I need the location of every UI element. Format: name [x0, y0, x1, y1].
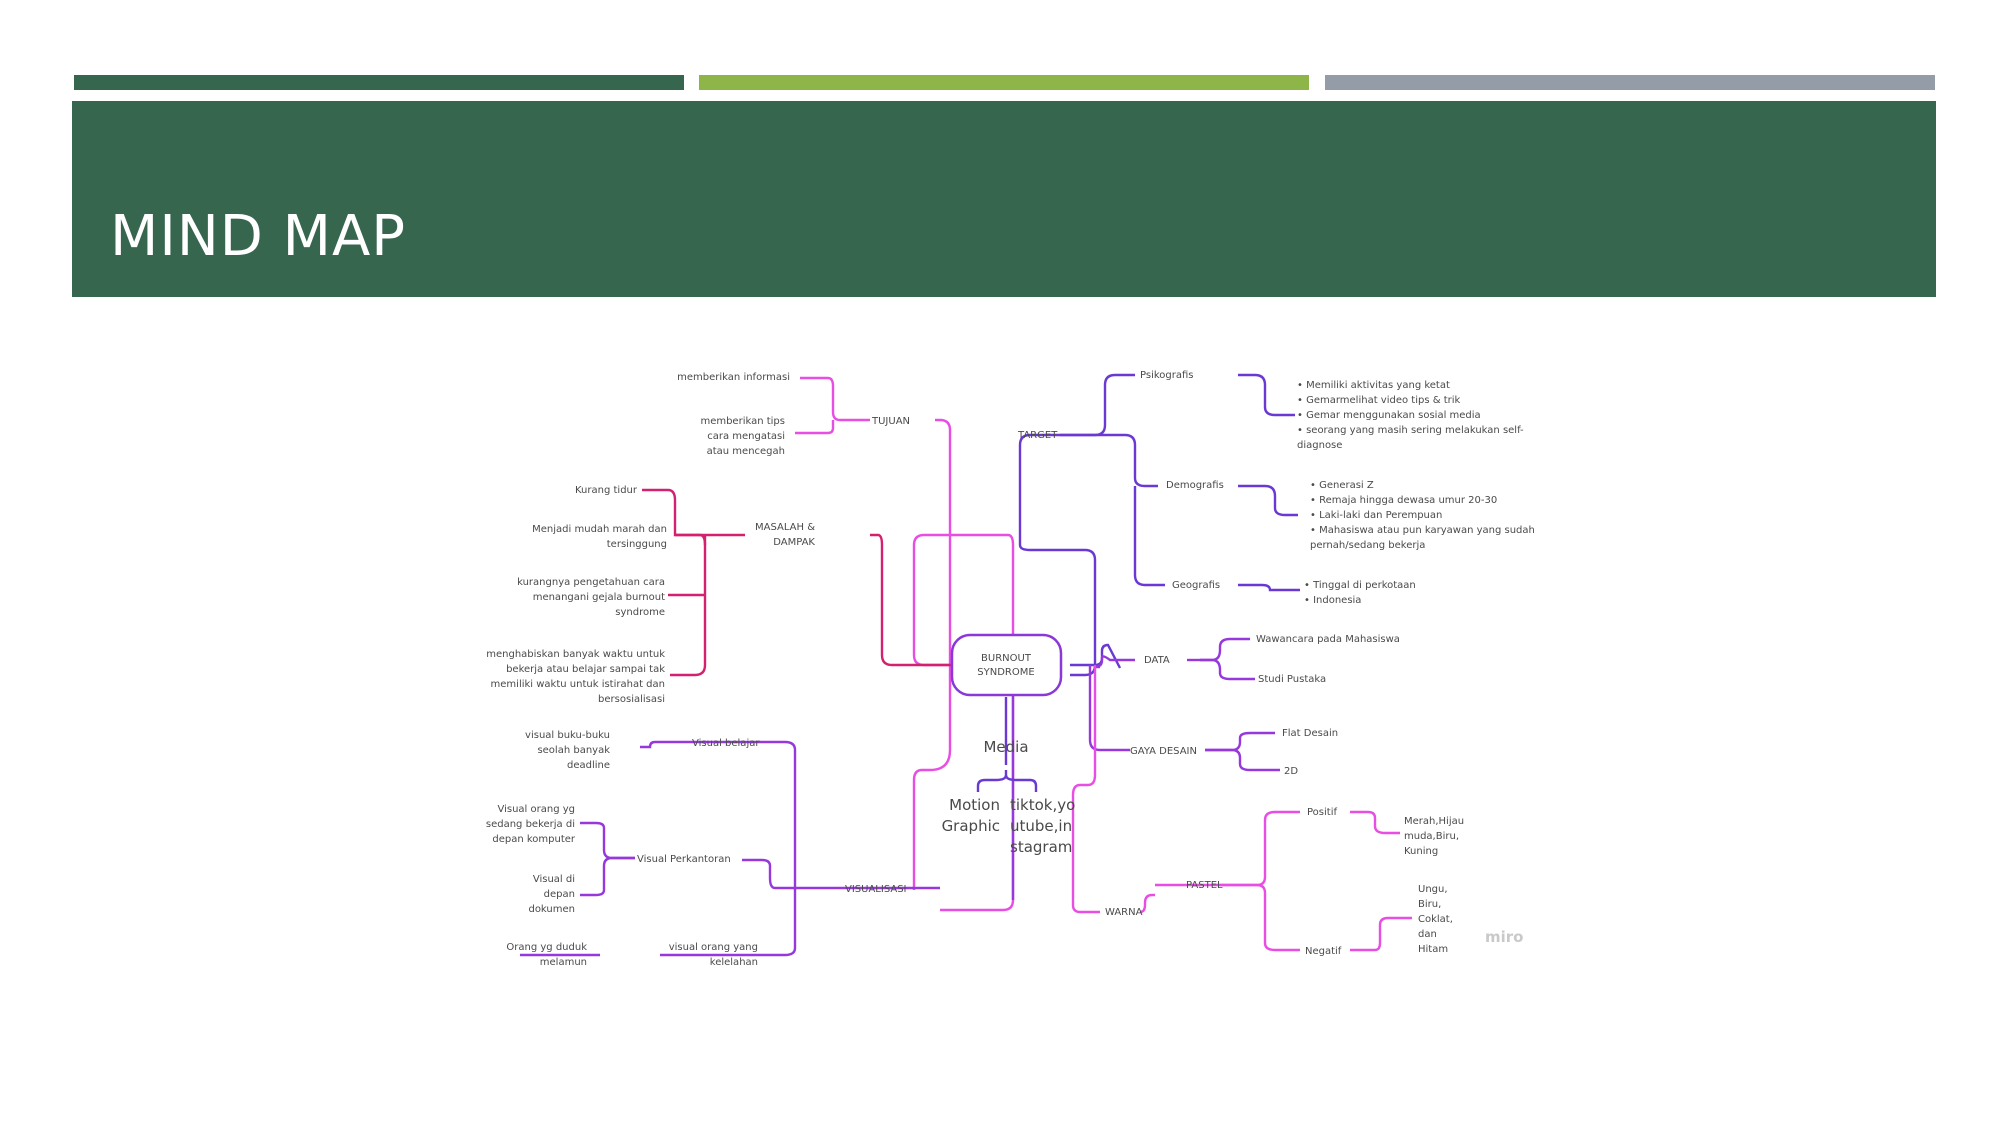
- pastel-label: PASTEL: [1186, 880, 1223, 891]
- masalah-item-4-line-4: bersosialisasi: [598, 694, 665, 705]
- psikografis-item-3: • Gemar menggunakan sosial media: [1297, 410, 1481, 421]
- perkantoran-item-1-line-2: sedang bekerja di: [486, 819, 575, 830]
- media-label: Media: [983, 738, 1028, 756]
- connectors-data: [1094, 637, 1255, 681]
- accent-bar-dark-green: [74, 75, 684, 90]
- tujuan-label: TUJUAN: [871, 416, 910, 427]
- slide-title: MIND MAP: [110, 204, 407, 269]
- media-motion-label: Motion: [949, 796, 1000, 814]
- demografis-item-3: • Laki-laki dan Perempuan: [1310, 510, 1442, 521]
- masalah-item-2-line-2: tersinggung: [607, 539, 667, 550]
- visual-belajar-item-line-1: visual buku-buku: [525, 730, 610, 741]
- warna-label: WARNA: [1105, 907, 1143, 918]
- center-label-line-2: SYNDROME: [977, 667, 1034, 678]
- positif-label: Positif: [1307, 807, 1337, 818]
- demografis-item-1: • Generasi Z: [1310, 480, 1374, 491]
- tujuan-item-2-line-3: atau mencegah: [707, 446, 785, 457]
- psikografis-item-4: • seorang yang masih sering melakukan se…: [1297, 425, 1524, 436]
- connectors-warna: [1071, 665, 1412, 952]
- visualisasi-label: VISUALISASI: [845, 884, 907, 895]
- perkantoran-item-2-line-2: depan: [544, 889, 575, 900]
- demografis-item-4: • Mahasiswa atau pun karyawan yang sudah: [1310, 525, 1535, 536]
- masalah-item-2-line-1: Menjadi mudah marah dan: [532, 524, 667, 535]
- connectors-masalah: [642, 488, 955, 677]
- center-label-line-1: BURNOUT: [981, 653, 1032, 664]
- geografis-item-2: • Indonesia: [1304, 595, 1361, 606]
- visual-belajar-item-line-3: deadline: [567, 760, 610, 771]
- visual-lelah-item-line-1: Orang yg duduk: [506, 942, 587, 953]
- positif-item-line-3: Kuning: [1404, 846, 1438, 857]
- tujuan-item-2-line-2: cara mengatasi: [707, 431, 785, 442]
- media-platform-line-3: stagram: [1010, 838, 1072, 856]
- demografis-item-2: • Remaja hingga dewasa umur 20-30: [1310, 495, 1497, 506]
- connectors-gaya: [1088, 665, 1280, 772]
- connectors-visualisasi: [520, 663, 1015, 957]
- visual-lelah-item-line-2: melamun: [540, 957, 587, 968]
- perkantoran-item-1-line-1: Visual orang yg: [497, 804, 575, 815]
- connectors-tujuan: [795, 376, 1015, 912]
- psikografis-item-2: • Gemarmelihat video tips & trik: [1297, 395, 1461, 406]
- data-item-2: Studi Pustaka: [1258, 674, 1326, 685]
- negatif-item-line-5: Hitam: [1418, 944, 1448, 955]
- visual-belajar-item-line-2: seolah banyak: [537, 745, 610, 756]
- tujuan-item-1: memberikan informasi: [677, 372, 790, 383]
- accent-bar-gray: [1325, 75, 1935, 90]
- masalah-item-3-line-1: kurangnya pengetahuan cara: [517, 577, 665, 588]
- visual-perkantoran-label: Visual Perkantoran: [637, 854, 731, 865]
- media-platform-line-2: utube,in: [1010, 817, 1072, 835]
- psikografis-item-4-cont: diagnose: [1297, 440, 1342, 451]
- connectors-target: [1018, 373, 1300, 677]
- negatif-item-line-2: Biru,: [1418, 899, 1441, 910]
- masalah-item-4-line-3: memiliki waktu untuk istirahat dan: [491, 679, 665, 690]
- psikografis-label: Psikografis: [1140, 370, 1194, 381]
- target-label: TARGET: [1017, 430, 1058, 441]
- gaya-desain-label: GAYA DESAIN: [1130, 746, 1197, 757]
- positif-item-line-2: muda,Biru,: [1404, 831, 1459, 842]
- positif-item-line-1: Merah,Hijau: [1404, 816, 1464, 827]
- visual-lelah-label-line-2: kelelahan: [710, 957, 758, 968]
- negatif-item-line-1: Ungu,: [1418, 884, 1448, 895]
- masalah-item-4-line-1: menghabiskan banyak waktu untuk: [486, 649, 665, 660]
- title-banner: MIND MAP: [72, 101, 1936, 297]
- masalah-label-line-2: DAMPAK: [773, 537, 815, 548]
- connectors-media: [976, 697, 1038, 792]
- gaya-item-1: Flat Desain: [1282, 728, 1338, 739]
- visual-lelah-label-line-1: visual orang yang: [669, 942, 758, 953]
- miro-watermark: miro: [1485, 928, 1523, 946]
- media-platform-line-1: tiktok,yo: [1010, 796, 1075, 814]
- perkantoran-item-2-line-3: dokumen: [528, 904, 575, 915]
- masalah-item-1: Kurang tidur: [575, 485, 638, 496]
- tujuan-item-2-line-1: memberikan tips: [700, 416, 785, 427]
- data-label: DATA: [1144, 655, 1170, 666]
- negatif-item-line-4: dan: [1418, 929, 1437, 940]
- psikografis-item-1: • Memiliki aktivitas yang ketat: [1297, 380, 1450, 391]
- perkantoran-item-1-line-3: depan komputer: [492, 834, 576, 845]
- data-item-1: Wawancara pada Mahasiswa: [1256, 634, 1400, 645]
- geografis-item-1: • Tinggal di perkotaan: [1304, 580, 1416, 591]
- masalah-item-3-line-2: menangani gejala burnout: [533, 592, 665, 603]
- negatif-item-line-3: Coklat,: [1418, 914, 1453, 925]
- masalah-item-3-line-3: syndrome: [615, 607, 665, 618]
- geografis-label: Geografis: [1172, 580, 1220, 591]
- perkantoran-item-2-line-1: Visual di: [533, 874, 575, 885]
- accent-bar-light-green: [699, 75, 1309, 90]
- demografis-item-4-cont: pernah/sedang bekerja: [1310, 540, 1425, 551]
- masalah-item-4-line-2: bekerja atau belajar sampai tak: [506, 664, 665, 675]
- demografis-label: Demografis: [1166, 480, 1224, 491]
- negatif-label: Negatif: [1305, 946, 1342, 957]
- masalah-label-line-1: MASALAH &: [755, 522, 815, 533]
- gaya-item-2: 2D: [1284, 766, 1298, 777]
- center-node: [950, 633, 1063, 697]
- media-graphic-label: Graphic: [942, 817, 1000, 835]
- visual-belajar-label: Visual belajar: [692, 738, 760, 749]
